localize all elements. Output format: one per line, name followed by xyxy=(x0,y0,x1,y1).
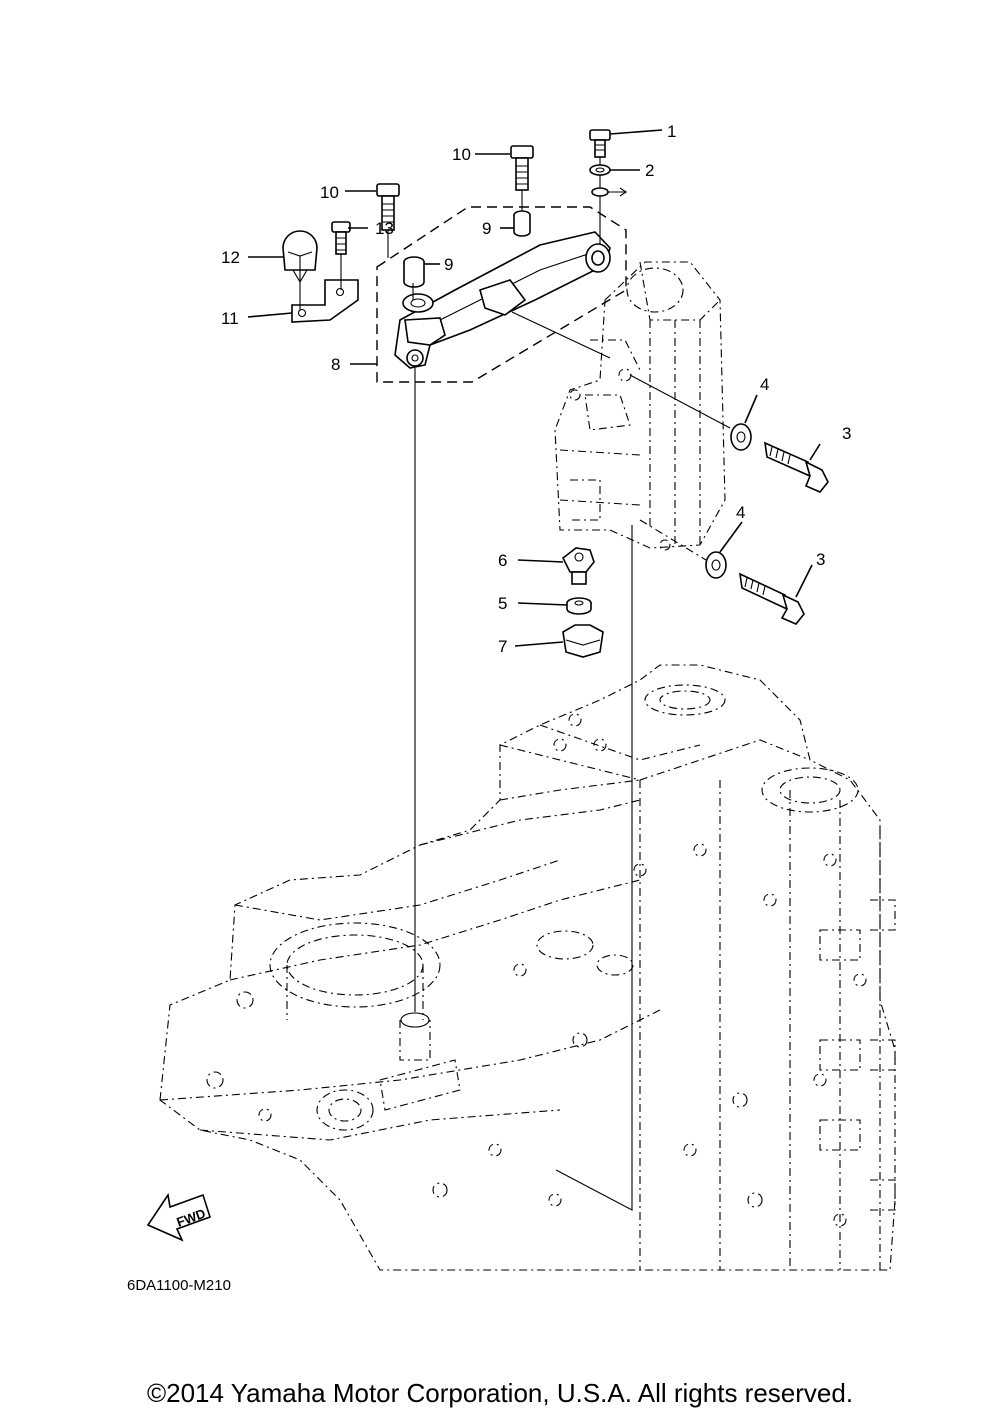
bolt-10-right xyxy=(510,145,534,191)
connector-12 xyxy=(282,230,318,284)
clip-7 xyxy=(562,624,604,658)
bolt-13 xyxy=(331,221,351,255)
nut-5 xyxy=(566,597,592,615)
bolt-3-lower xyxy=(738,572,805,625)
callout-9-right: 9 xyxy=(482,219,491,238)
callout-1: 1 xyxy=(667,122,676,141)
plate-11 xyxy=(291,279,359,323)
collar-9-left xyxy=(403,256,425,288)
callout-13: 13 xyxy=(375,219,394,238)
callout-10-right: 10 xyxy=(452,145,471,164)
alignment-lines xyxy=(299,157,731,1211)
callout-5: 5 xyxy=(498,594,507,613)
diagram-code: 6DA1100-M210 xyxy=(127,1277,231,1294)
ring-terminal xyxy=(591,187,627,197)
callout-3-lower: 3 xyxy=(816,550,825,569)
copyright-notice: ©2014 Yamaha Motor Corporation, U.S.A. A… xyxy=(146,1378,854,1408)
callout-numbers: 1 2 10 10 13 9 9 12 11 8 4 3 4 3 6 5 7 xyxy=(221,122,851,656)
bolt-1 xyxy=(589,129,611,158)
callout-9-left: 9 xyxy=(444,255,453,274)
callout-4-upper: 4 xyxy=(760,375,769,394)
callout-8: 8 xyxy=(331,355,340,374)
callout-4-lower: 4 xyxy=(736,503,745,522)
collar-9-right xyxy=(513,210,531,237)
bolt-3-upper xyxy=(764,441,829,493)
bracket-assembly-frame xyxy=(376,206,627,383)
sensor-6 xyxy=(561,547,595,585)
washer-2 xyxy=(589,164,611,176)
callout-6: 6 xyxy=(498,551,507,570)
fwd-arrow-icon: FWD xyxy=(146,1192,211,1242)
washer-4-lower xyxy=(705,551,727,579)
callout-10-left: 10 xyxy=(320,183,339,202)
callout-7: 7 xyxy=(498,637,507,656)
callout-leaders xyxy=(247,129,821,647)
bracket-part xyxy=(394,231,611,369)
starter-motor-outline xyxy=(554,261,726,551)
callout-11: 11 xyxy=(221,309,239,328)
engine-block-outline xyxy=(159,664,896,1271)
callout-12: 12 xyxy=(221,248,240,267)
callout-2: 2 xyxy=(645,161,654,180)
washer-4-upper xyxy=(730,423,752,451)
bolt-10-left xyxy=(376,183,400,231)
callout-3-upper: 3 xyxy=(842,424,851,443)
